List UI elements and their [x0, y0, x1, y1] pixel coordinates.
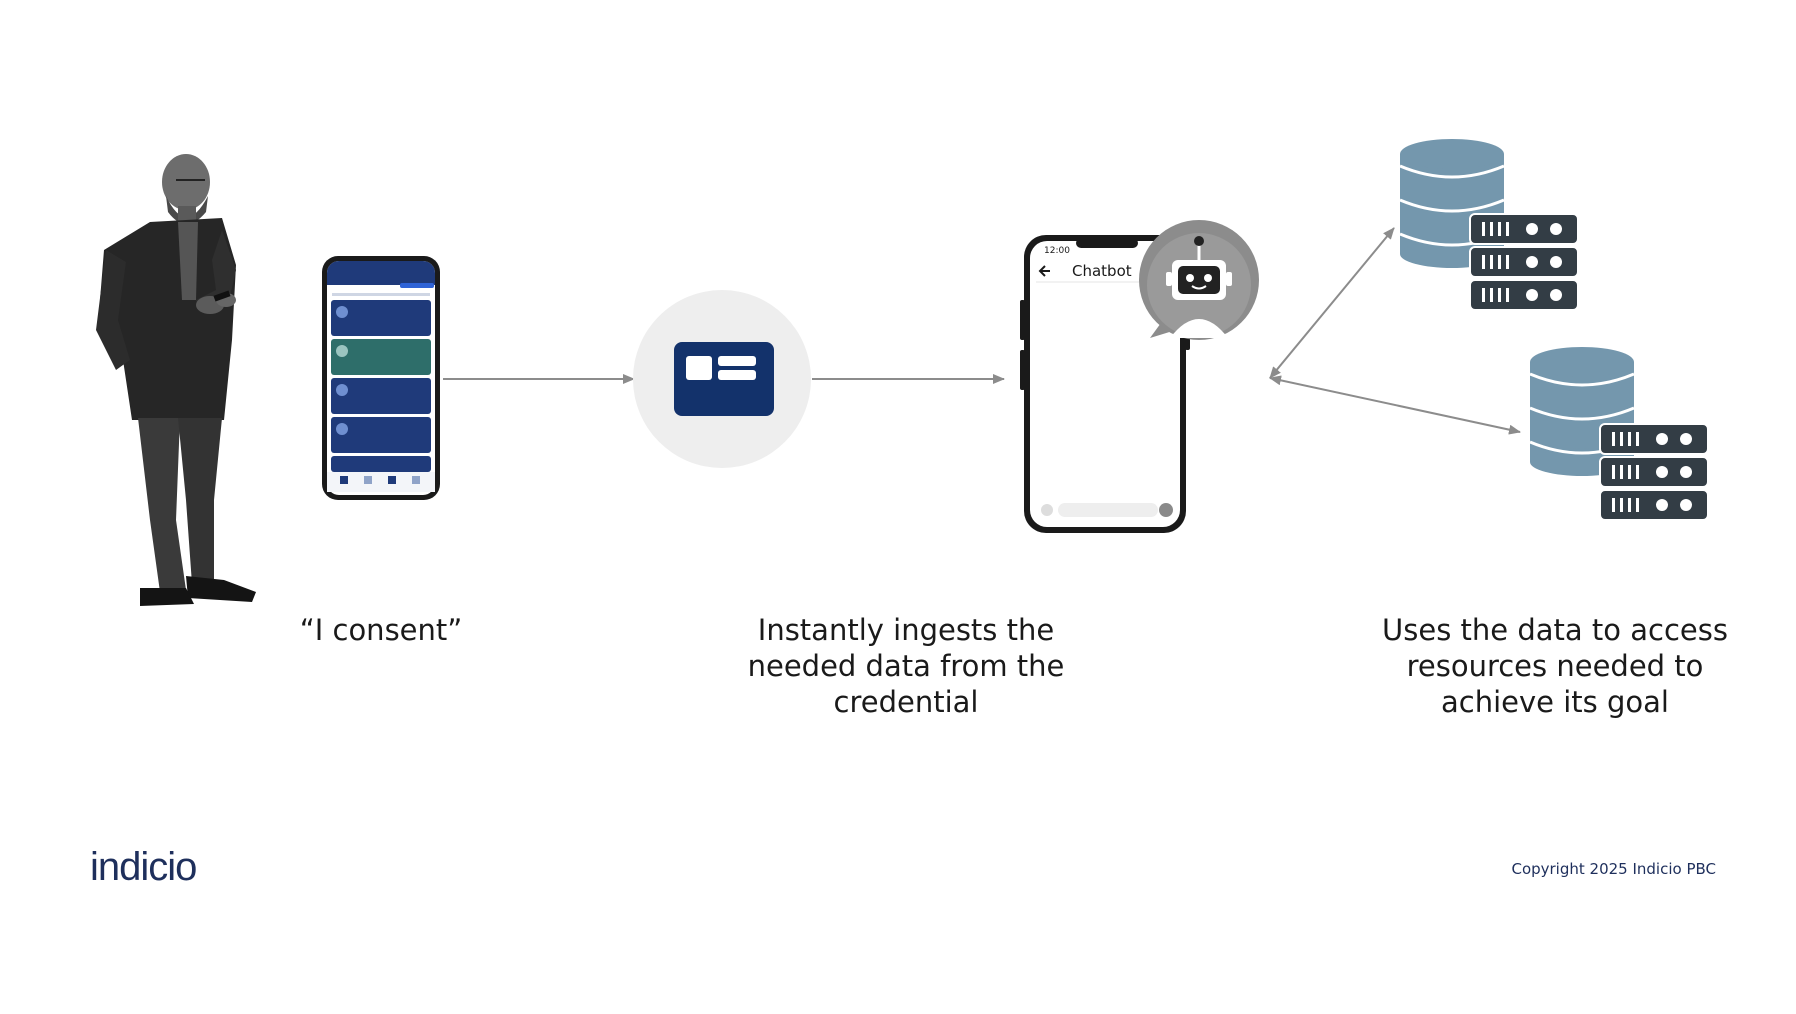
caption-uses-line-3: achieve its goal: [1441, 685, 1669, 719]
person-using-phone: [96, 154, 256, 606]
wallet-phone: [322, 256, 440, 500]
caption-uses: Uses the data to access resources needed…: [1340, 612, 1770, 720]
id-card-icon: [633, 290, 811, 468]
caption-uses-line-1: Uses the data to access: [1382, 613, 1728, 647]
caption-ingest: Instantly ingests the needed data from t…: [706, 612, 1106, 720]
chatbot-time: 12:00: [1044, 246, 1070, 256]
caption-uses-line-2: resources needed to: [1406, 649, 1704, 683]
database-server-icon-bottom: [1529, 347, 1709, 521]
caption-ingest-line-1: Instantly ingests the: [757, 613, 1055, 647]
copyright-text: Copyright 2025 Indicio PBC: [1511, 860, 1716, 878]
back-arrow-icon: [1038, 265, 1050, 277]
indicio-logo: indicio: [90, 845, 197, 889]
database-server-icon-top: [1399, 139, 1579, 311]
robot-avatar-icon: [1139, 220, 1259, 340]
chatbot-title: Chatbot: [1072, 262, 1132, 280]
arrow-chatbot-database-bottom: [1269, 375, 1521, 435]
caption-consent-line: “I consent”: [299, 613, 463, 647]
caption-consent: “I consent”: [281, 612, 481, 648]
caption-ingest-line-2: needed data from the: [747, 649, 1065, 683]
arrow-chatbot-database-top: [1269, 227, 1395, 379]
caption-ingest-line-3: credential: [833, 685, 979, 719]
chatbot-phone: [1020, 235, 1190, 533]
